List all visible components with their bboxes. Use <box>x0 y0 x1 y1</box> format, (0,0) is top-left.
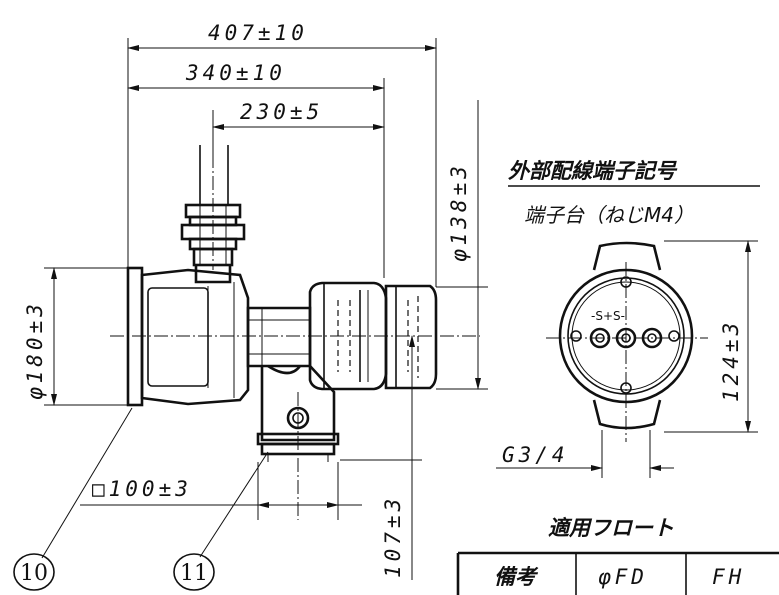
dim-square-base <box>80 462 362 520</box>
float-table <box>456 551 779 595</box>
terminal-labels: -S+S- <box>591 309 625 323</box>
cable-gland <box>180 110 246 270</box>
dim-overall-length-label: 407±10 <box>208 21 308 45</box>
float-table-title: 適用フロート <box>548 516 674 540</box>
left-flange-housing <box>126 265 250 407</box>
terminal-box-view <box>546 241 708 442</box>
dim-length-from-axis-label: 230±5 <box>240 100 323 124</box>
float-table-header-fd: φFD <box>598 565 648 589</box>
dim-conduit-thread-label: G3/4 <box>502 443 569 467</box>
dim-square-base-label: □100±3 <box>92 477 192 501</box>
dim-length-to-head <box>127 78 385 278</box>
head-cover <box>384 284 438 390</box>
dim-flange-diameter <box>44 267 128 406</box>
terminal-section-subtitle: 端子台（ねじM4） <box>524 203 694 227</box>
dim-terminal-height-label: 124±3 <box>719 319 743 402</box>
float-table-header-fh: FH <box>712 565 745 589</box>
dim-base-height <box>340 335 422 580</box>
balloon-10-label: 10 <box>20 561 48 586</box>
dim-length-to-head-label: 340±10 <box>185 61 286 85</box>
float-table-header-remarks: 備考 <box>494 565 539 589</box>
dim-terminal-height <box>664 240 758 433</box>
dim-head-diameter <box>436 100 488 390</box>
dim-flange-diameter-label: φ180±3 <box>23 300 47 400</box>
lower-base <box>256 364 340 520</box>
dim-base-height-label: 107±3 <box>381 495 405 578</box>
balloon-item-11: 11 <box>173 451 269 591</box>
dim-head-diameter-label: φ138±3 <box>447 162 471 262</box>
dim-conduit-thread <box>496 430 674 478</box>
balloon-item-10: 10 <box>13 407 133 591</box>
connecting-pipe <box>246 306 312 368</box>
terminal-section-title: 外部配線端子記号 <box>508 159 678 183</box>
balloon-11-label: 11 <box>180 561 208 586</box>
dim-overall-length <box>127 38 437 287</box>
